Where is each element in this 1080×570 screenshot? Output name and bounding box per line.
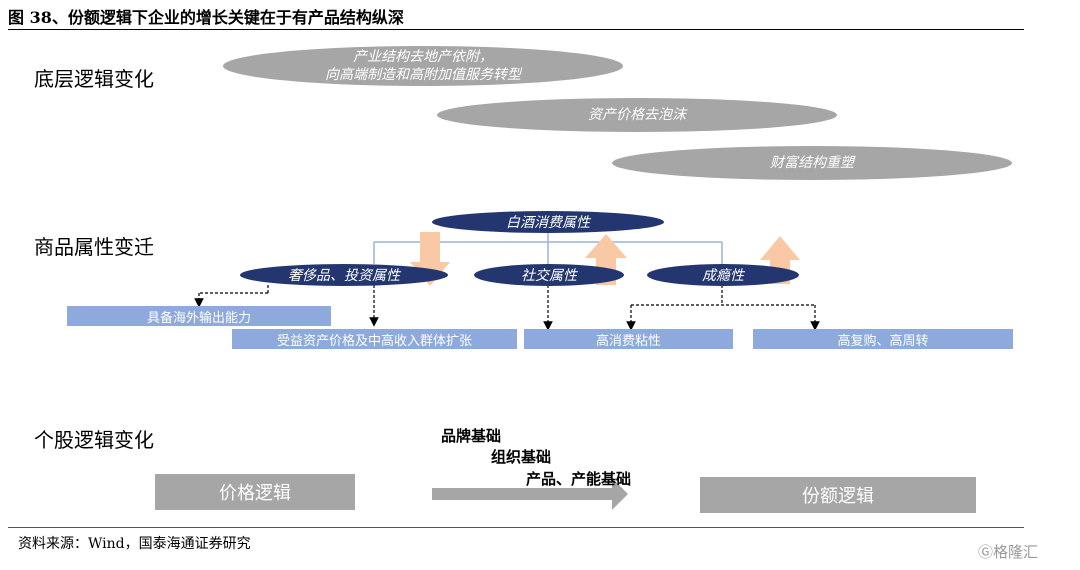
box-price-logic: 价格逻辑 [155,474,355,510]
up-arrow-social [585,234,627,285]
oval-industry-structure: 产业结构去地产依附， 向高端制造和高附加值服务转型 [223,46,623,86]
title-rule [8,29,1024,30]
step-brand-foundation: 品牌基础 [441,427,502,445]
box-overseas-capability: 具备海外输出能力 [67,306,331,326]
transition-arrow [432,478,628,510]
box-high-stickiness: 高消费粘性 [524,329,733,349]
source-note: 资料来源：Wind，国泰海通证券研究 [18,536,251,552]
outcome-connectors [194,285,820,331]
oval-baijiu-consumption: 白酒消费属性 [432,211,664,233]
box-share-logic: 份额逻辑 [700,477,976,513]
watermark-text: 格隆汇 [993,543,1039,561]
watermark-icon: Ⓖ [978,543,994,561]
box-high-repurchase: 高复购、高周转 [753,329,1013,349]
section-label-base-logic: 底层逻辑变化 [34,67,154,91]
box-asset-price-income: 受益资产价格及中高收入群体扩张 [232,329,517,349]
step-product-capacity-foundation: 产品、产能基础 [526,470,632,488]
oval-addictive: 成瘾性 [647,264,799,286]
oval-luxury-investment: 奢侈品、投资属性 [240,264,448,286]
step-organization-foundation: 组织基础 [491,448,552,466]
section-label-product-attr: 商品属性变迁 [34,235,154,259]
oval-industry-structure-line2: 向高端制造和高附加值服务转型 [325,67,521,83]
oval-wealth-structure: 财富结构重塑 [612,146,1012,180]
oval-asset-price: 资产价格去泡沫 [437,98,837,132]
section-label-stock-logic: 个股逻辑变化 [34,428,154,452]
source-rule [8,527,1024,528]
watermark-logo: Ⓖ格隆汇 [978,541,1038,562]
oval-social: 社交属性 [474,264,624,286]
figure-title: 图 38、份额逻辑下企业的增长关键在于有产品结构纵深 [8,8,404,27]
oval-industry-structure-line1: 产业结构去地产依附， [353,49,493,65]
